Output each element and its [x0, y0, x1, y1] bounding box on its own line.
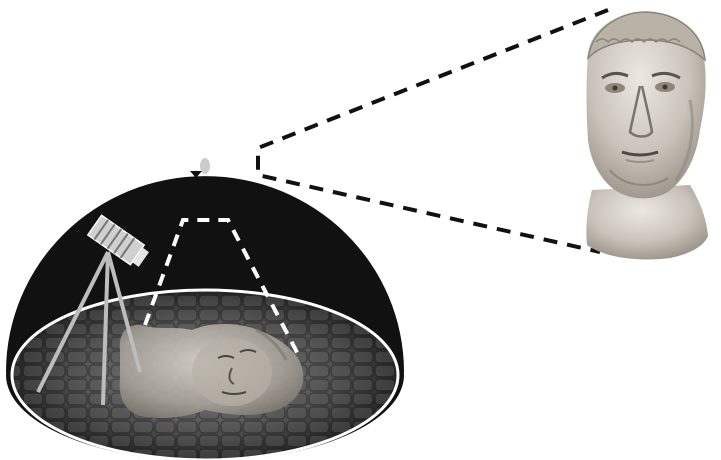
light-source: [190, 158, 210, 178]
statue-head-zoomed: [586, 12, 708, 259]
